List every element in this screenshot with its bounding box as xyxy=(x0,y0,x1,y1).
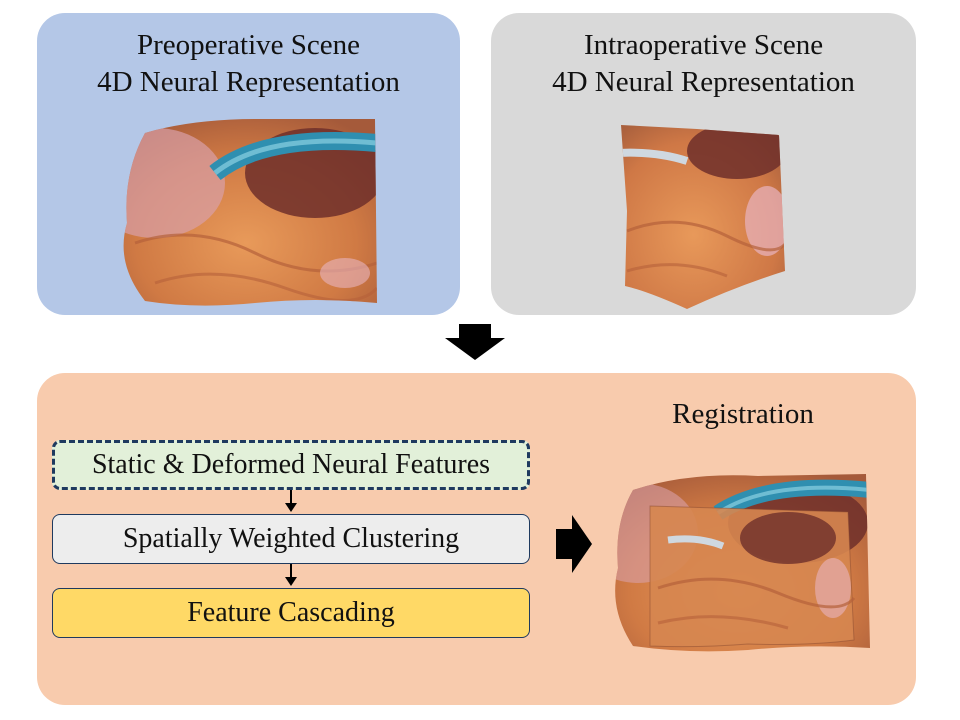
spatially-weighted-clustering-box: Spatially Weighted Clustering xyxy=(52,514,530,564)
down-arrow-icon xyxy=(445,324,505,360)
feature-cascading-box: Feature Cascading xyxy=(52,588,530,638)
static-deformed-features-box: Static & Deformed Neural Features xyxy=(52,440,530,490)
intraoperative-tissue-image xyxy=(621,125,785,309)
preoperative-scene-panel: Preoperative Scene 4D Neural Representat… xyxy=(37,13,460,315)
preoperative-tissue-image xyxy=(123,118,377,306)
registration-result-image xyxy=(615,474,870,652)
right-arrow-icon xyxy=(556,515,592,573)
preoperative-title-line2: 4D Neural Representation xyxy=(97,66,400,98)
arrow-down-small-icon xyxy=(285,564,297,586)
intraoperative-title-line2: 4D Neural Representation xyxy=(552,66,855,98)
preoperative-title-line1: Preoperative Scene xyxy=(136,29,361,61)
registration-title: Registration xyxy=(672,398,814,430)
intraoperative-title-line1: Intraoperative Scene xyxy=(583,29,824,61)
intraoperative-scene-panel: Intraoperative Scene 4D Neural Represent… xyxy=(491,13,916,315)
arrow-down-small-icon xyxy=(285,490,297,512)
